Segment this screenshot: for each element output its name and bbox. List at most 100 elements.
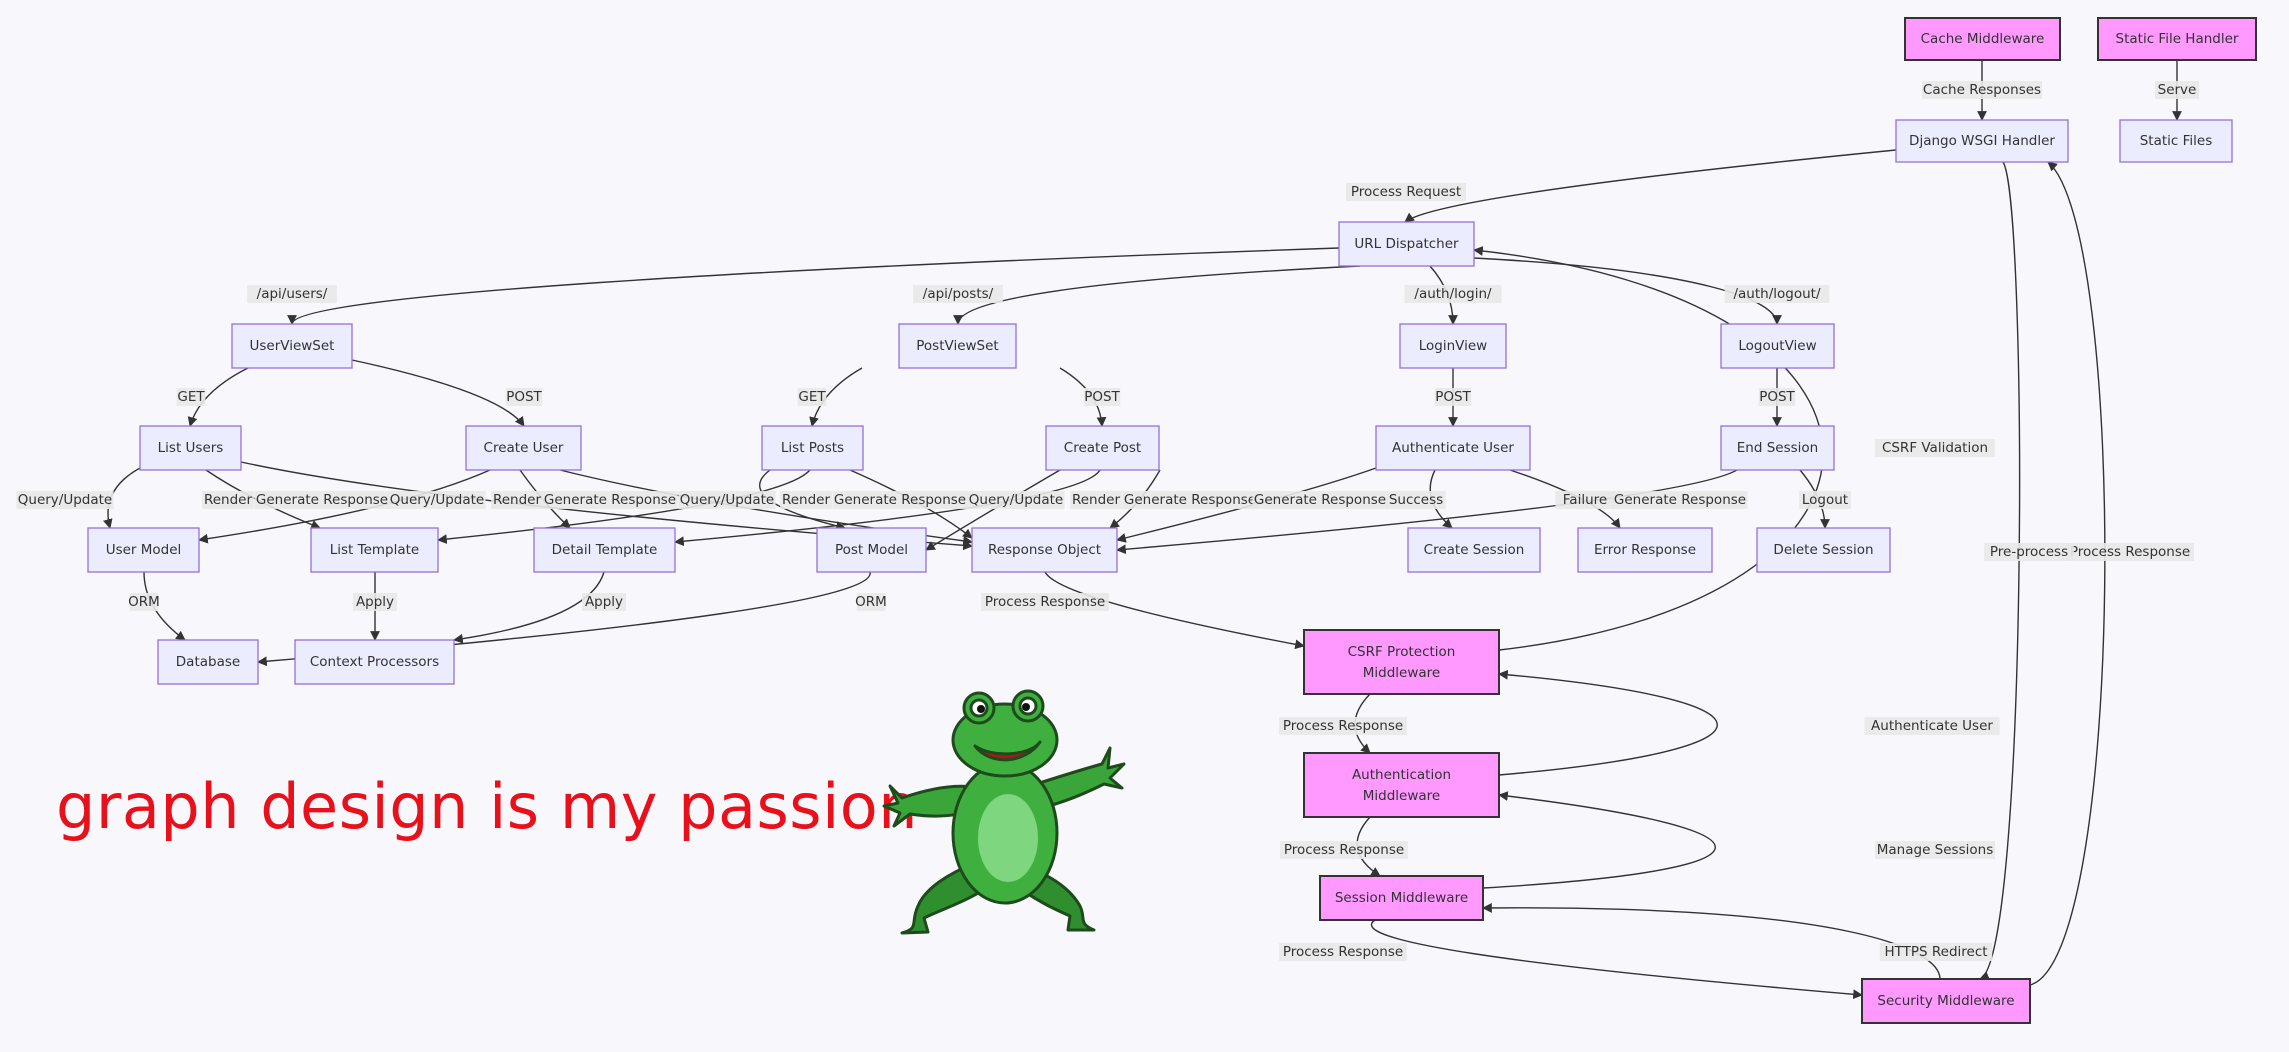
node-box: [1895, 119, 2069, 163]
edge-label-text: Process Response: [1284, 842, 1404, 858]
node-label: Create User: [484, 440, 564, 456]
node-box: [1756, 527, 1891, 573]
node-label: Cache Middleware: [1921, 31, 2045, 47]
node-label: Error Response: [1594, 542, 1696, 558]
edge-label: Success: [1386, 491, 1446, 509]
node-securitymw: Security Middleware: [1861, 978, 2031, 1024]
edge-label-text: Cache Responses: [1923, 82, 2041, 98]
edge-label: Generate Response: [1252, 491, 1388, 509]
node-label: Session Middleware: [1335, 890, 1468, 906]
edge-label: Pre-process: [1984, 543, 2074, 561]
node-box: [1399, 323, 1507, 369]
node-label: Detail Template: [552, 542, 658, 558]
edge-label-text: Process Response: [2070, 544, 2190, 560]
edge-label-text: Process Request: [1351, 184, 1461, 200]
node-box: [971, 527, 1118, 573]
edge-label: Process Response: [1279, 943, 1407, 961]
node-box: [898, 323, 1017, 369]
edge-label-text: HTTPS Redirect: [1884, 944, 1987, 960]
node-label: Context Processors: [310, 654, 439, 670]
edge-label-text: Process Response: [1283, 944, 1403, 960]
edge-label: Apply: [353, 593, 397, 611]
node-label: Database: [176, 654, 240, 670]
node-label: End Session: [1737, 440, 1818, 456]
edge-label: POST: [1434, 388, 1472, 406]
edge-label-text: CSRF Validation: [1882, 440, 1988, 456]
edge-label-text: Generate Response: [834, 492, 966, 508]
node-sessionmw: Session Middleware: [1319, 875, 1484, 921]
edge-label-text: /auth/logout/: [1733, 286, 1820, 302]
node-listusers: List Users: [139, 425, 242, 471]
edge-label: GET: [176, 388, 206, 406]
node-label: Static File Handler: [2116, 31, 2239, 47]
node-label: Django WSGI Handler: [1909, 133, 2055, 149]
edge-label: /api/users/: [247, 285, 337, 303]
node-userviewset: UserViewSet: [231, 323, 353, 369]
edge-label: Failure: [1555, 491, 1615, 509]
node-box: [1303, 752, 1500, 818]
node-box: [761, 425, 864, 471]
edge-label: Process Response: [2066, 543, 2194, 561]
edge-label-text: Query/Update: [390, 492, 484, 508]
edge-label: Render: [491, 491, 543, 509]
edge-label: Process Response: [1280, 841, 1408, 859]
edge-label-text: Query/Update: [969, 492, 1063, 508]
node-label: Delete Session: [1773, 542, 1873, 558]
edge-label-text: Pre-process: [1990, 544, 2068, 560]
edge-label-text: Generate Response: [1614, 492, 1746, 508]
nodes-layer: Cache Middleware Static File HandlerDjang…: [87, 17, 2257, 1024]
edge-label: Apply: [582, 593, 626, 611]
edge-wsgi-to-securitymw: [1979, 161, 2021, 981]
edge-label: Authenticate User: [1864, 717, 2000, 735]
edge-label-text: ORM: [855, 594, 887, 610]
node-label: Create Post: [1064, 440, 1141, 456]
node-response: Response Object: [971, 527, 1118, 573]
edge-url-to-logoutview: [1473, 257, 1782, 325]
edge-label: GET: [797, 388, 827, 406]
node-label: Response Object: [988, 542, 1101, 558]
edge-label: Render: [1070, 491, 1122, 509]
node-box: [1904, 17, 2061, 61]
node-createpost: Create Post: [1045, 425, 1160, 471]
node-listposts: List Posts: [761, 425, 864, 471]
edge-label-text: Apply: [356, 594, 394, 610]
edge-label-text: Render: [493, 492, 542, 508]
node-static_handler: Static File Handler: [2097, 17, 2257, 61]
node-usermodel: User Model: [87, 527, 200, 573]
edge-label: Logout: [1799, 491, 1851, 509]
node-box: [1720, 323, 1835, 369]
node-label-line2: Middleware: [1363, 665, 1440, 681]
node-box: [87, 527, 200, 573]
node-box: [157, 639, 259, 685]
edge-userviewset-to-listusers: [187, 367, 249, 427]
edge-authmw-to-csrf: [1498, 669, 1718, 776]
node-box: [1319, 875, 1484, 921]
edge-label: /auth/login/: [1404, 285, 1502, 303]
node-label: Post Model: [835, 542, 908, 558]
edge-url-to-postviewset: [953, 265, 1361, 325]
edge-label: Generate Response: [1612, 491, 1748, 509]
node-label: List Posts: [781, 440, 844, 456]
node-detailtemplate: Detail Template: [533, 527, 676, 573]
node-createuser: Create User: [465, 425, 582, 471]
edge-label: POST: [1758, 388, 1796, 406]
node-box: [1303, 629, 1500, 695]
node-endsession: End Session: [1720, 425, 1835, 471]
edge-label: Generate Response: [832, 491, 968, 509]
edge-label-text: Render: [204, 492, 253, 508]
edge-wsgi-to-url: [1404, 149, 1897, 223]
edge-detailtemplate-to-context: [453, 571, 605, 644]
edge-label-text: Query/Update: [18, 492, 112, 508]
edge-label: /api/posts/: [913, 285, 1003, 303]
node-database: Database: [157, 639, 259, 685]
edge-label-text: Query/Update: [680, 492, 774, 508]
edge-label-text: POST: [1435, 389, 1471, 405]
node-postviewset: PostViewSet: [898, 323, 1017, 369]
node-box: [1338, 221, 1475, 267]
node-box: [1375, 425, 1531, 471]
node-box: [816, 527, 927, 573]
edge-label-text: ORM: [128, 594, 160, 610]
node-box: [2097, 17, 2257, 61]
edge-sessionmw-to-authmw: [1482, 791, 1716, 889]
